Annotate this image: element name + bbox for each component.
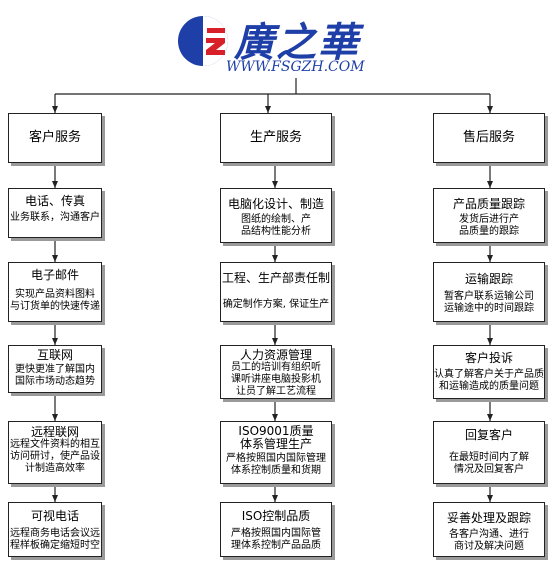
logo-mark-icon <box>178 16 228 66</box>
box-text-line: 图纸的绘制、产 <box>241 214 311 225</box>
column-header-production-service: 生产服务 <box>220 113 332 163</box>
box-title: 运输跟踪 <box>464 272 513 286</box>
flow-box: 电子邮件 实现产品资料图料 与订货单的快速传递 <box>8 262 102 322</box>
box-text-line: 更快更准了解国内 <box>15 364 95 375</box>
flow-box: 客户投诉 认真了解客户关于产品质 和运输造成的质量问题 <box>433 345 545 399</box>
box-text-line: 严格按照国内国际管 <box>231 528 321 539</box>
column-header-label: 客户服务 <box>28 130 81 145</box>
box-title: 工程、生产部责任制 <box>221 271 330 285</box>
company-logo: 廣之華 WWW.FSGZH.COM <box>176 8 416 82</box>
box-text-line: 各客户沟通、进行 <box>449 529 529 540</box>
box-title: 远程联网 <box>30 425 79 439</box>
box-text-line: 国际市场动态趋势 <box>15 376 95 387</box>
box-title: 可视电话 <box>30 509 79 523</box>
column-header-after-sales-service: 售后服务 <box>433 113 545 163</box>
box-text-line: 体系控制质量和货期 <box>231 465 321 476</box>
flow-box: 妥善处理及跟踪 各客户沟通、进行 商讨及解决问题 <box>433 502 545 557</box>
flow-box: 远程联网 远程文件资料的相互 访问研讨，使产品设 计制造高效率 <box>8 421 102 484</box>
flow-box: 互联网 更快更准了解国内 国际市场动态趋势 <box>8 345 102 393</box>
box-title: 电脑化设计、制造 <box>227 197 324 211</box>
box-text-line: 情况及回复客户 <box>454 464 524 475</box>
box-text-line: 与订货单的快速传递 <box>10 301 100 312</box>
box-text-line: 品质量的跟踪 <box>459 226 519 237</box>
flow-box: 工程、生产部责任制 确定制作方案, 保证生产 <box>220 262 332 322</box>
box-title: 人力资源管理 <box>239 348 312 362</box>
box-text-line: 确定制作方案, 保证生产 <box>222 299 330 310</box>
logo-url: WWW.FSGZH.COM <box>226 59 365 75</box>
box-text-line: 品结构性能分析 <box>241 226 311 237</box>
column-header-customer-service: 客户服务 <box>8 113 102 163</box>
box-title: 电子邮件 <box>30 268 79 282</box>
box-text-line: 远程文件资料的相互 <box>10 439 100 450</box>
box-title: ISO控制品质 <box>241 509 311 523</box>
box-title: ISO9001质量 <box>238 424 314 438</box>
box-title: 回复客户 <box>464 428 513 442</box>
box-title: 电话、传真 <box>24 194 85 208</box>
box-text-line: 计制造高效率 <box>25 463 85 474</box>
flow-box: ISO控制品质 严格按照国内国际管 理体系控制产品品质 <box>220 502 332 557</box>
box-text-line: 暂客户联系运输公司 <box>444 291 534 302</box>
box-text-line: 商讨及解决问题 <box>454 541 524 552</box>
box-text-line: 让员了解工艺流程 <box>236 386 316 397</box>
box-text-line: 课听讲座电脑投影机 <box>231 374 321 385</box>
box-text-line: 认真了解客户关于产品质 <box>434 369 544 380</box>
box-title-line-2: 体系管理生产 <box>239 437 312 451</box>
box-text-line: 远程商务电话会议远 <box>10 528 100 539</box>
box-text-line: 实现产品资料图料 <box>15 289 95 300</box>
box-title: 互联网 <box>36 348 73 362</box>
flow-box: 可视电话 远程商务电话会议远 程样板确定缩短时空 <box>8 502 102 557</box>
flow-box: 运输跟踪 暂客户联系运输公司 运输途中的时间跟踪 <box>433 262 545 322</box>
box-text-line: 在最短时间内了解 <box>449 452 529 463</box>
box-title: 产品质量跟踪 <box>452 197 525 211</box>
flow-box: 电脑化设计、制造 图纸的绘制、产 品结构性能分析 <box>220 188 332 243</box>
box-text-line: 业务联系，沟通客户 <box>10 212 100 223</box>
logo-chinese-name: 廣之華 <box>234 19 360 66</box>
box-text-line: 严格按照国内国际管理 <box>226 453 326 464</box>
column-header-label: 生产服务 <box>249 130 302 145</box>
box-text-line: 程样板确定缩短时空 <box>10 540 100 551</box>
column-header-label: 售后服务 <box>462 130 515 145</box>
flow-box: 回复客户 在最短时间内了解 情况及回复客户 <box>433 421 545 484</box>
box-text-line: 访问研讨，使产品设 <box>10 451 100 462</box>
flow-box: 人力资源管理 员工的培训有组织听 课听讲座电脑投影机 让员了解工艺流程 <box>220 345 332 399</box>
box-title: 客户投诉 <box>464 351 513 365</box>
flow-box: 产品质量跟踪 发货后进行产 品质量的跟踪 <box>433 188 545 243</box>
box-text-line: 发货后进行产 <box>459 214 519 225</box>
box-text-line: 和运输造成的质量问题 <box>439 381 539 392</box>
flow-box: 电话、传真 业务联系，沟通客户 <box>8 188 102 238</box>
box-text-line: 理体系控制产品品质 <box>231 540 321 551</box>
box-text-line: 员工的培训有组织听 <box>231 362 321 373</box>
box-text-line: 运输途中的时间跟踪 <box>444 303 534 314</box>
box-title: 妥善处理及跟踪 <box>446 511 531 525</box>
flow-box: ISO9001质量 体系管理生产 严格按照国内国际管理 体系控制质量和货期 <box>220 421 332 484</box>
